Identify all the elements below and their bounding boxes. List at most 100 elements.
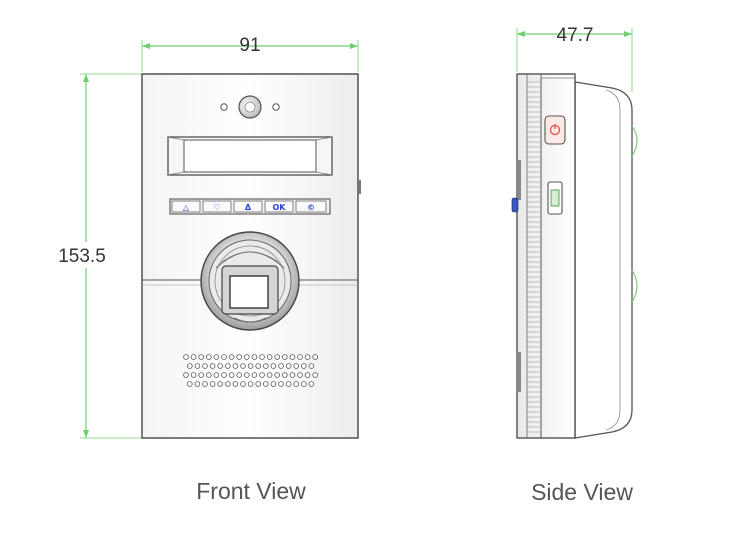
side-depth-dimension: 47.7 <box>516 25 633 92</box>
speaker-hole <box>251 372 258 378</box>
speaker-hole <box>281 354 288 360</box>
speaker-hole <box>228 354 235 360</box>
key-ok-button[interactable]: OK <box>264 200 294 213</box>
speaker-hole <box>255 363 262 369</box>
mount-nub-bottom <box>631 269 638 303</box>
speaker-hole <box>308 381 315 387</box>
speaker-hole <box>217 381 224 387</box>
caption-front-view: Front View <box>196 478 306 504</box>
speaker-hole <box>194 363 201 369</box>
speaker-hole <box>244 354 250 360</box>
speaker-hole <box>236 354 243 360</box>
key-bell-button[interactable]: Δ <box>233 200 263 213</box>
speaker-hole <box>278 381 284 387</box>
speaker-hole <box>236 372 243 378</box>
speaker-hole <box>297 354 303 360</box>
speaker-hole <box>262 381 269 387</box>
speaker-hole <box>293 381 300 387</box>
speaker-hole <box>183 354 189 360</box>
front-height-label: 153.5 <box>58 246 106 267</box>
speaker-hole <box>255 381 262 387</box>
speaker-hole <box>202 381 208 387</box>
speaker-hole <box>274 354 281 360</box>
speaker-grille <box>183 354 319 387</box>
speaker-hole <box>194 381 201 387</box>
side-view: 47.7 <box>511 25 638 439</box>
front-edge-port-top <box>517 160 521 200</box>
speaker-hole <box>304 372 311 378</box>
speaker-hole <box>202 363 208 369</box>
speaker-hole <box>289 354 296 360</box>
front-width-label: 91 <box>239 35 260 56</box>
speaker-hole <box>251 354 258 360</box>
caption-side-view: Side View <box>531 479 633 505</box>
speaker-hole <box>304 354 311 360</box>
speaker-hole <box>300 381 307 387</box>
front-height-dimension: 153.5 <box>46 73 142 439</box>
speaker-hole <box>247 381 254 387</box>
fingerprint-sensor-icon <box>229 275 269 309</box>
speaker-hole <box>240 363 246 369</box>
speaker-hole <box>221 354 227 360</box>
side-vent-fins <box>527 74 575 433</box>
speaker-hole <box>247 363 254 369</box>
speaker-hole <box>259 372 265 378</box>
speaker-hole <box>198 372 205 378</box>
speaker-hole <box>270 381 277 387</box>
speaker-hole <box>240 381 246 387</box>
speaker-hole <box>209 363 216 369</box>
speaker-hole <box>198 354 205 360</box>
speaker-hole <box>244 372 250 378</box>
speaker-hole <box>308 363 315 369</box>
speaker-hole <box>206 354 212 360</box>
speaker-hole <box>285 381 292 387</box>
speaker-hole <box>213 354 220 360</box>
speaker-hole <box>225 381 231 387</box>
side-blue-button[interactable] <box>511 197 519 213</box>
ir-led-right-icon <box>272 103 280 111</box>
display-window <box>167 136 333 176</box>
heart-icon: ♡ <box>213 203 220 212</box>
triangle-up-icon: △ <box>183 203 190 212</box>
mount-nub-top <box>631 125 638 157</box>
speaker-hole <box>266 372 273 378</box>
speaker-hole <box>266 354 273 360</box>
speaker-hole <box>262 363 269 369</box>
speaker-hole <box>259 354 265 360</box>
key-heart-button[interactable]: ♡ <box>202 200 232 213</box>
bell-icon: Δ <box>245 203 252 212</box>
speaker-hole <box>206 372 212 378</box>
side-power-button[interactable] <box>544 115 566 145</box>
speaker-hole <box>228 372 235 378</box>
key-up-button[interactable]: △ <box>171 200 201 213</box>
side-usb-port[interactable] <box>547 181 563 215</box>
usb-icon <box>550 189 560 207</box>
speaker-hole <box>187 381 193 387</box>
esc-icon: © <box>307 203 315 212</box>
speaker-hole <box>225 363 231 369</box>
side-top-edge <box>540 74 575 79</box>
front-view: 91 153.5 <box>46 35 361 439</box>
speaker-hole <box>300 363 307 369</box>
speaker-hole <box>297 372 303 378</box>
speaker-hole <box>232 381 239 387</box>
speaker-hole <box>274 372 281 378</box>
side-depth-label: 47.7 <box>557 25 594 46</box>
speaker-hole <box>232 363 239 369</box>
speaker-hole <box>190 354 197 360</box>
ok-icon: OK <box>273 203 287 212</box>
key-esc-button[interactable]: © <box>295 200 327 213</box>
fingerprint-reader[interactable] <box>200 231 300 331</box>
speaker-hole <box>213 372 220 378</box>
ir-led-left-icon <box>220 103 228 111</box>
speaker-hole <box>209 381 216 387</box>
speaker-hole <box>190 372 197 378</box>
speaker-hole <box>187 363 193 369</box>
front-width-dimension: 91 <box>141 35 359 72</box>
front-edge-port-bottom <box>517 352 521 392</box>
speaker-hole <box>312 354 319 360</box>
camera <box>220 95 280 119</box>
speaker-hole <box>281 372 288 378</box>
speaker-hole <box>217 363 224 369</box>
